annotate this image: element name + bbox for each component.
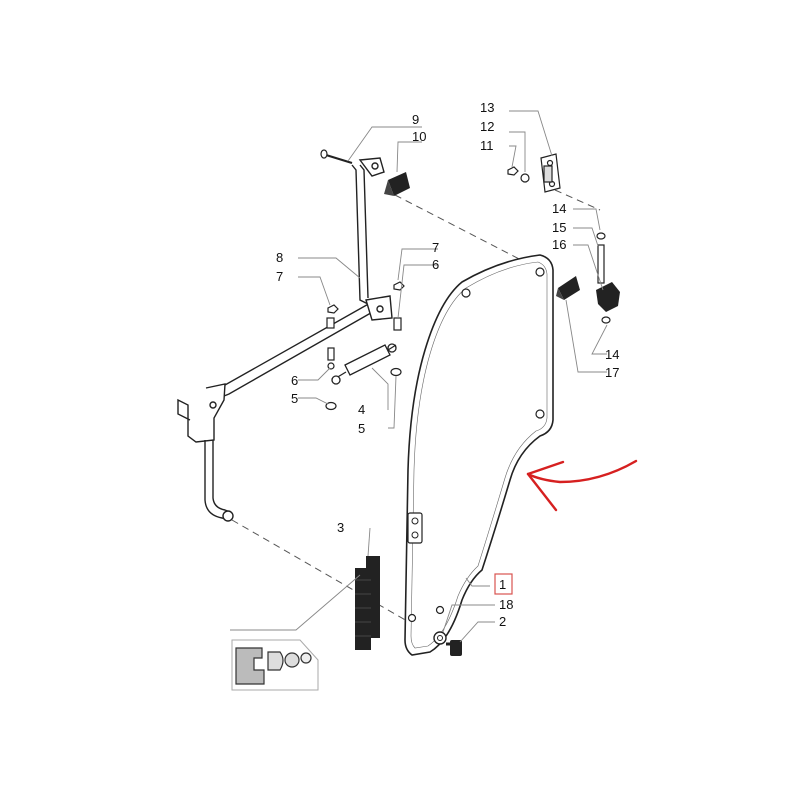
callout-5-left: 5	[291, 391, 298, 406]
callout-16: 16	[552, 237, 566, 252]
callout-11: 11	[480, 138, 494, 153]
hinge-13	[540, 153, 561, 193]
red-pointer-arrow	[526, 459, 638, 512]
washer-12	[520, 173, 530, 183]
bracket-17	[556, 276, 580, 300]
callout-14-bottom: 14	[605, 347, 619, 362]
washer-18	[433, 631, 447, 645]
callout-6-left: 6	[291, 373, 298, 388]
assembly-lines	[231, 189, 601, 641]
washer-14-top	[596, 232, 606, 240]
fasteners-5-6-7	[325, 281, 405, 411]
callout-7-left: 7	[276, 269, 283, 284]
callout-6-right: 6	[432, 257, 439, 272]
door-glass-panel	[404, 254, 554, 656]
bolt-9	[320, 149, 353, 165]
callout-3: 3	[337, 520, 344, 535]
callout-5-center: 5	[358, 421, 365, 436]
callout-8: 8	[276, 250, 283, 265]
washer-14-bottom	[601, 316, 611, 324]
callout-9: 9	[412, 112, 419, 127]
callout-7-right: 7	[432, 240, 439, 255]
latch-16	[596, 282, 620, 312]
callout-17: 17	[605, 365, 619, 380]
support-rod-8	[177, 157, 393, 522]
callout-12: 12	[480, 119, 494, 134]
callout-2: 2	[499, 614, 506, 629]
highlight-box	[494, 573, 513, 595]
callout-14-top: 14	[552, 201, 566, 216]
callout-1: 1	[499, 577, 506, 592]
bracket-10	[384, 172, 410, 196]
callout-labels: 9 10 13 12 11 14 15 16 14 17 7 6 8 7 6 5…	[276, 100, 619, 629]
callout-10: 10	[412, 129, 426, 144]
nut-11	[507, 166, 519, 176]
callout-13: 13	[480, 100, 494, 115]
leader-lines	[230, 110, 608, 643]
callout-15: 15	[552, 220, 566, 235]
gas-strut-4	[331, 343, 397, 385]
seal-cross-section-detail	[231, 639, 319, 691]
callout-18: 18	[499, 597, 513, 612]
seal-strip-3	[355, 556, 380, 650]
callout-4: 4	[358, 402, 365, 417]
bolt-2	[446, 640, 462, 656]
